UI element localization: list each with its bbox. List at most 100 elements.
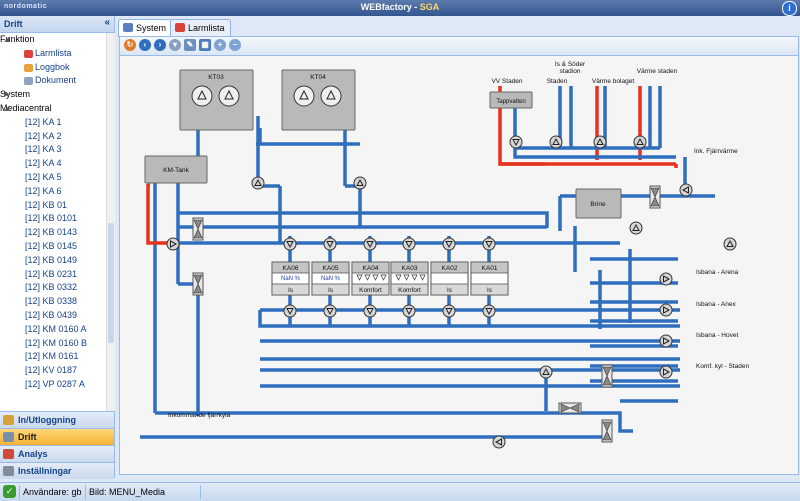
pump-icon[interactable]	[482, 304, 496, 318]
tree-item[interactable]: [12] KB 01	[0, 199, 106, 213]
tree-item-label: Loggbok	[35, 61, 70, 72]
pump-icon[interactable]	[659, 272, 673, 286]
pump-icon[interactable]	[283, 304, 297, 318]
tree-item-larmlista[interactable]: Larmlista	[0, 47, 106, 61]
tree-item[interactable]: [12] KM 0160 B	[0, 337, 106, 351]
tree-group-funktion[interactable]: ◢Funktion	[0, 33, 106, 47]
pump-icon[interactable]	[629, 221, 643, 235]
edit-icon[interactable]: ✎	[184, 39, 196, 51]
scrollbar-thumb[interactable]	[108, 223, 114, 343]
tree-item[interactable]: [12] KA 5	[0, 171, 106, 185]
pump-arrow-icon	[170, 240, 178, 248]
tree-item-label: [12] KM 0160 A	[25, 323, 87, 334]
pump-icon[interactable]	[492, 435, 506, 449]
valve-body-icon	[602, 366, 612, 386]
compressor-arrow-icon	[299, 89, 309, 100]
label-vv-staden: VV Staden	[491, 78, 522, 85]
info-icon[interactable]: i	[782, 1, 797, 16]
zoom-out-icon[interactable]: −	[229, 39, 241, 51]
tree-item[interactable]: [12] VP 0287 A	[0, 378, 106, 392]
tree-item[interactable]: [12] KA 2	[0, 130, 106, 144]
pipe	[256, 116, 280, 188]
expand-icon[interactable]: ◢	[4, 104, 10, 112]
pump-icon[interactable]	[539, 365, 553, 379]
left-panel-header: Drift «	[0, 16, 114, 33]
pump-icon[interactable]	[549, 135, 563, 149]
pump-icon[interactable]	[659, 365, 673, 379]
tree-item-label: [12] KA 6	[25, 185, 62, 196]
pump-icon[interactable]	[251, 176, 265, 190]
fan-icon	[364, 274, 371, 281]
pump-icon[interactable]	[363, 304, 377, 318]
pump-icon[interactable]	[363, 237, 377, 251]
pump-icon[interactable]	[482, 237, 496, 251]
tab-system[interactable]: System	[118, 19, 173, 37]
km-tank[interactable]	[144, 155, 208, 184]
tree-item[interactable]: [12] KB 0439	[0, 309, 106, 323]
unit-name: KA02	[442, 265, 458, 272]
pump-icon[interactable]	[166, 237, 180, 251]
pump-icon[interactable]	[723, 237, 737, 251]
expand-icon[interactable]: ▶	[4, 91, 10, 99]
collapse-icon[interactable]: «	[104, 17, 110, 28]
tree-item[interactable]: [12] KB 0101	[0, 212, 106, 226]
pump-icon[interactable]	[402, 237, 416, 251]
pump-icon[interactable]	[402, 304, 416, 318]
pump-icon[interactable]	[509, 135, 523, 149]
pump-icon[interactable]	[593, 135, 607, 149]
accordion-inställningar[interactable]: Inställningar	[0, 462, 114, 479]
pump-icon[interactable]	[442, 237, 456, 251]
compressor-arrow-icon	[224, 89, 234, 100]
label-is-soder: Is & Söder	[555, 61, 586, 68]
brine-tank[interactable]	[575, 188, 622, 219]
connection-ok-icon: ✓	[3, 485, 16, 498]
compressor-icon	[218, 85, 240, 107]
tree-item[interactable]: [12] KM 0161	[0, 350, 106, 364]
tree-group-system[interactable]: ▶System	[0, 88, 106, 102]
pump-icon[interactable]	[659, 334, 673, 348]
pump-icon[interactable]	[633, 135, 647, 149]
dropdown-icon[interactable]: ▾	[169, 39, 181, 51]
pump-icon[interactable]	[442, 304, 456, 318]
tree-item[interactable]: [12] KV 0187	[0, 364, 106, 378]
pump-icon[interactable]	[323, 304, 337, 318]
compressor-arrow-icon	[326, 89, 336, 100]
chiller-unit[interactable]	[281, 69, 356, 131]
tappvatten-unit[interactable]	[489, 91, 533, 109]
tree-item[interactable]: [12] KB 0143	[0, 226, 106, 240]
refresh-icon[interactable]: ↻	[124, 39, 136, 51]
tree-item[interactable]: [12] KB 0231	[0, 268, 106, 282]
tree-item[interactable]: [12] KA 3	[0, 143, 106, 157]
chiller-unit[interactable]	[179, 69, 254, 131]
tree-item-loggbok[interactable]: Loggbok	[0, 61, 106, 75]
pump-icon[interactable]	[679, 183, 693, 197]
tree-item[interactable]: [12] KB 0145	[0, 240, 106, 254]
tree-item-dokument[interactable]: Dokument	[0, 74, 106, 88]
tree-scrollbar[interactable]	[106, 33, 115, 411]
tree-item[interactable]: [12] KA 4	[0, 157, 106, 171]
fan-icon	[380, 274, 387, 281]
tree-group-mediacentral[interactable]: ◢Mediacentral	[0, 102, 106, 116]
tree-item[interactable]: [12] KA 1	[0, 116, 106, 130]
tab-larmlista[interactable]: Larmlista	[170, 19, 231, 36]
layout-icon[interactable]: ▦	[199, 39, 211, 51]
pump-icon[interactable]	[659, 303, 673, 317]
diagram-toolbar: ↻ ‹ › ▾ ✎ ▦ + −	[119, 36, 799, 56]
tree-item[interactable]: [12] KB 0149	[0, 254, 106, 268]
pump-icon[interactable]	[283, 237, 297, 251]
accordion-analys[interactable]: Analys	[0, 445, 114, 462]
pump-icon[interactable]	[353, 176, 367, 190]
back-icon[interactable]: ‹	[139, 39, 151, 51]
tree-item[interactable]: [12] KA 6	[0, 185, 106, 199]
forward-icon[interactable]: ›	[154, 39, 166, 51]
zoom-in-icon[interactable]: +	[214, 39, 226, 51]
tree-item[interactable]: [12] KB 0332	[0, 281, 106, 295]
tree-item[interactable]: [12] KB 0338	[0, 295, 106, 309]
fan-icon	[395, 274, 402, 281]
expand-icon[interactable]: ◢	[4, 36, 10, 43]
tree-item[interactable]: [12] KM 0160 A	[0, 323, 106, 337]
pump-icon[interactable]	[323, 237, 337, 251]
accordion-drift[interactable]: Drift	[0, 428, 114, 445]
accordion-inutloggning[interactable]: In/Utloggning	[0, 411, 114, 428]
